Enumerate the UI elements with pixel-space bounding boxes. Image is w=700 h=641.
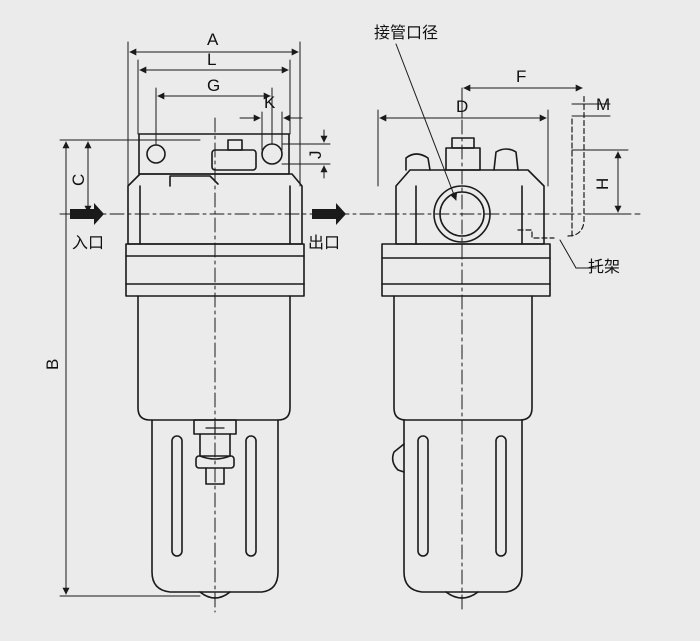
- flow-arrows: [70, 203, 346, 225]
- front-bowl: [137, 295, 291, 421]
- front-head: [127, 173, 303, 245]
- dim-label-g: G: [207, 76, 220, 95]
- dim-label-k: K: [264, 93, 276, 112]
- inlet-arrow-icon: [70, 203, 104, 225]
- dim-label-m: M: [596, 95, 610, 114]
- dim-label-h: H: [593, 178, 612, 190]
- side-left-lug: [405, 153, 431, 171]
- front-needle-cap: [227, 139, 243, 151]
- side-bottom-cap: [445, 591, 479, 599]
- labels: A L G K J C B D F M H 接管口径 入口 出口 托架: [43, 23, 620, 370]
- side-port-outer: [433, 185, 491, 243]
- side-top-plug: [445, 147, 481, 171]
- dim-label-f: F: [516, 67, 526, 86]
- front-bracket-hole: [261, 143, 283, 165]
- front-bowl-guard: [151, 419, 279, 593]
- side-port-inner: [439, 191, 485, 237]
- front-mount-hole: [146, 144, 166, 164]
- dim-label-j: J: [306, 151, 325, 160]
- side-drain-tab: [391, 443, 405, 473]
- bracket-callout: 托架: [588, 257, 620, 276]
- side-collar: [381, 243, 551, 297]
- side-bowl: [393, 295, 533, 421]
- dim-label-c: C: [69, 174, 88, 186]
- dim-label-a: A: [207, 30, 219, 49]
- inlet-callout: 入口: [72, 233, 104, 252]
- dim-label-d: D: [456, 97, 468, 116]
- side-top-plug-head: [451, 137, 475, 149]
- center-lines: [59, 117, 641, 613]
- front-needle-valve: [211, 149, 257, 171]
- dim-label-b: B: [43, 359, 62, 370]
- dim-label-l: L: [207, 50, 216, 69]
- port-size-callout: 接管口径: [374, 23, 438, 42]
- side-right-lug: [493, 148, 519, 171]
- side-bowl-guard: [403, 419, 523, 593]
- outlet-arrow-icon: [312, 203, 346, 225]
- outlet-callout: 出口: [308, 233, 340, 252]
- dimension-lines: [59, 41, 629, 597]
- side-view: [381, 95, 585, 599]
